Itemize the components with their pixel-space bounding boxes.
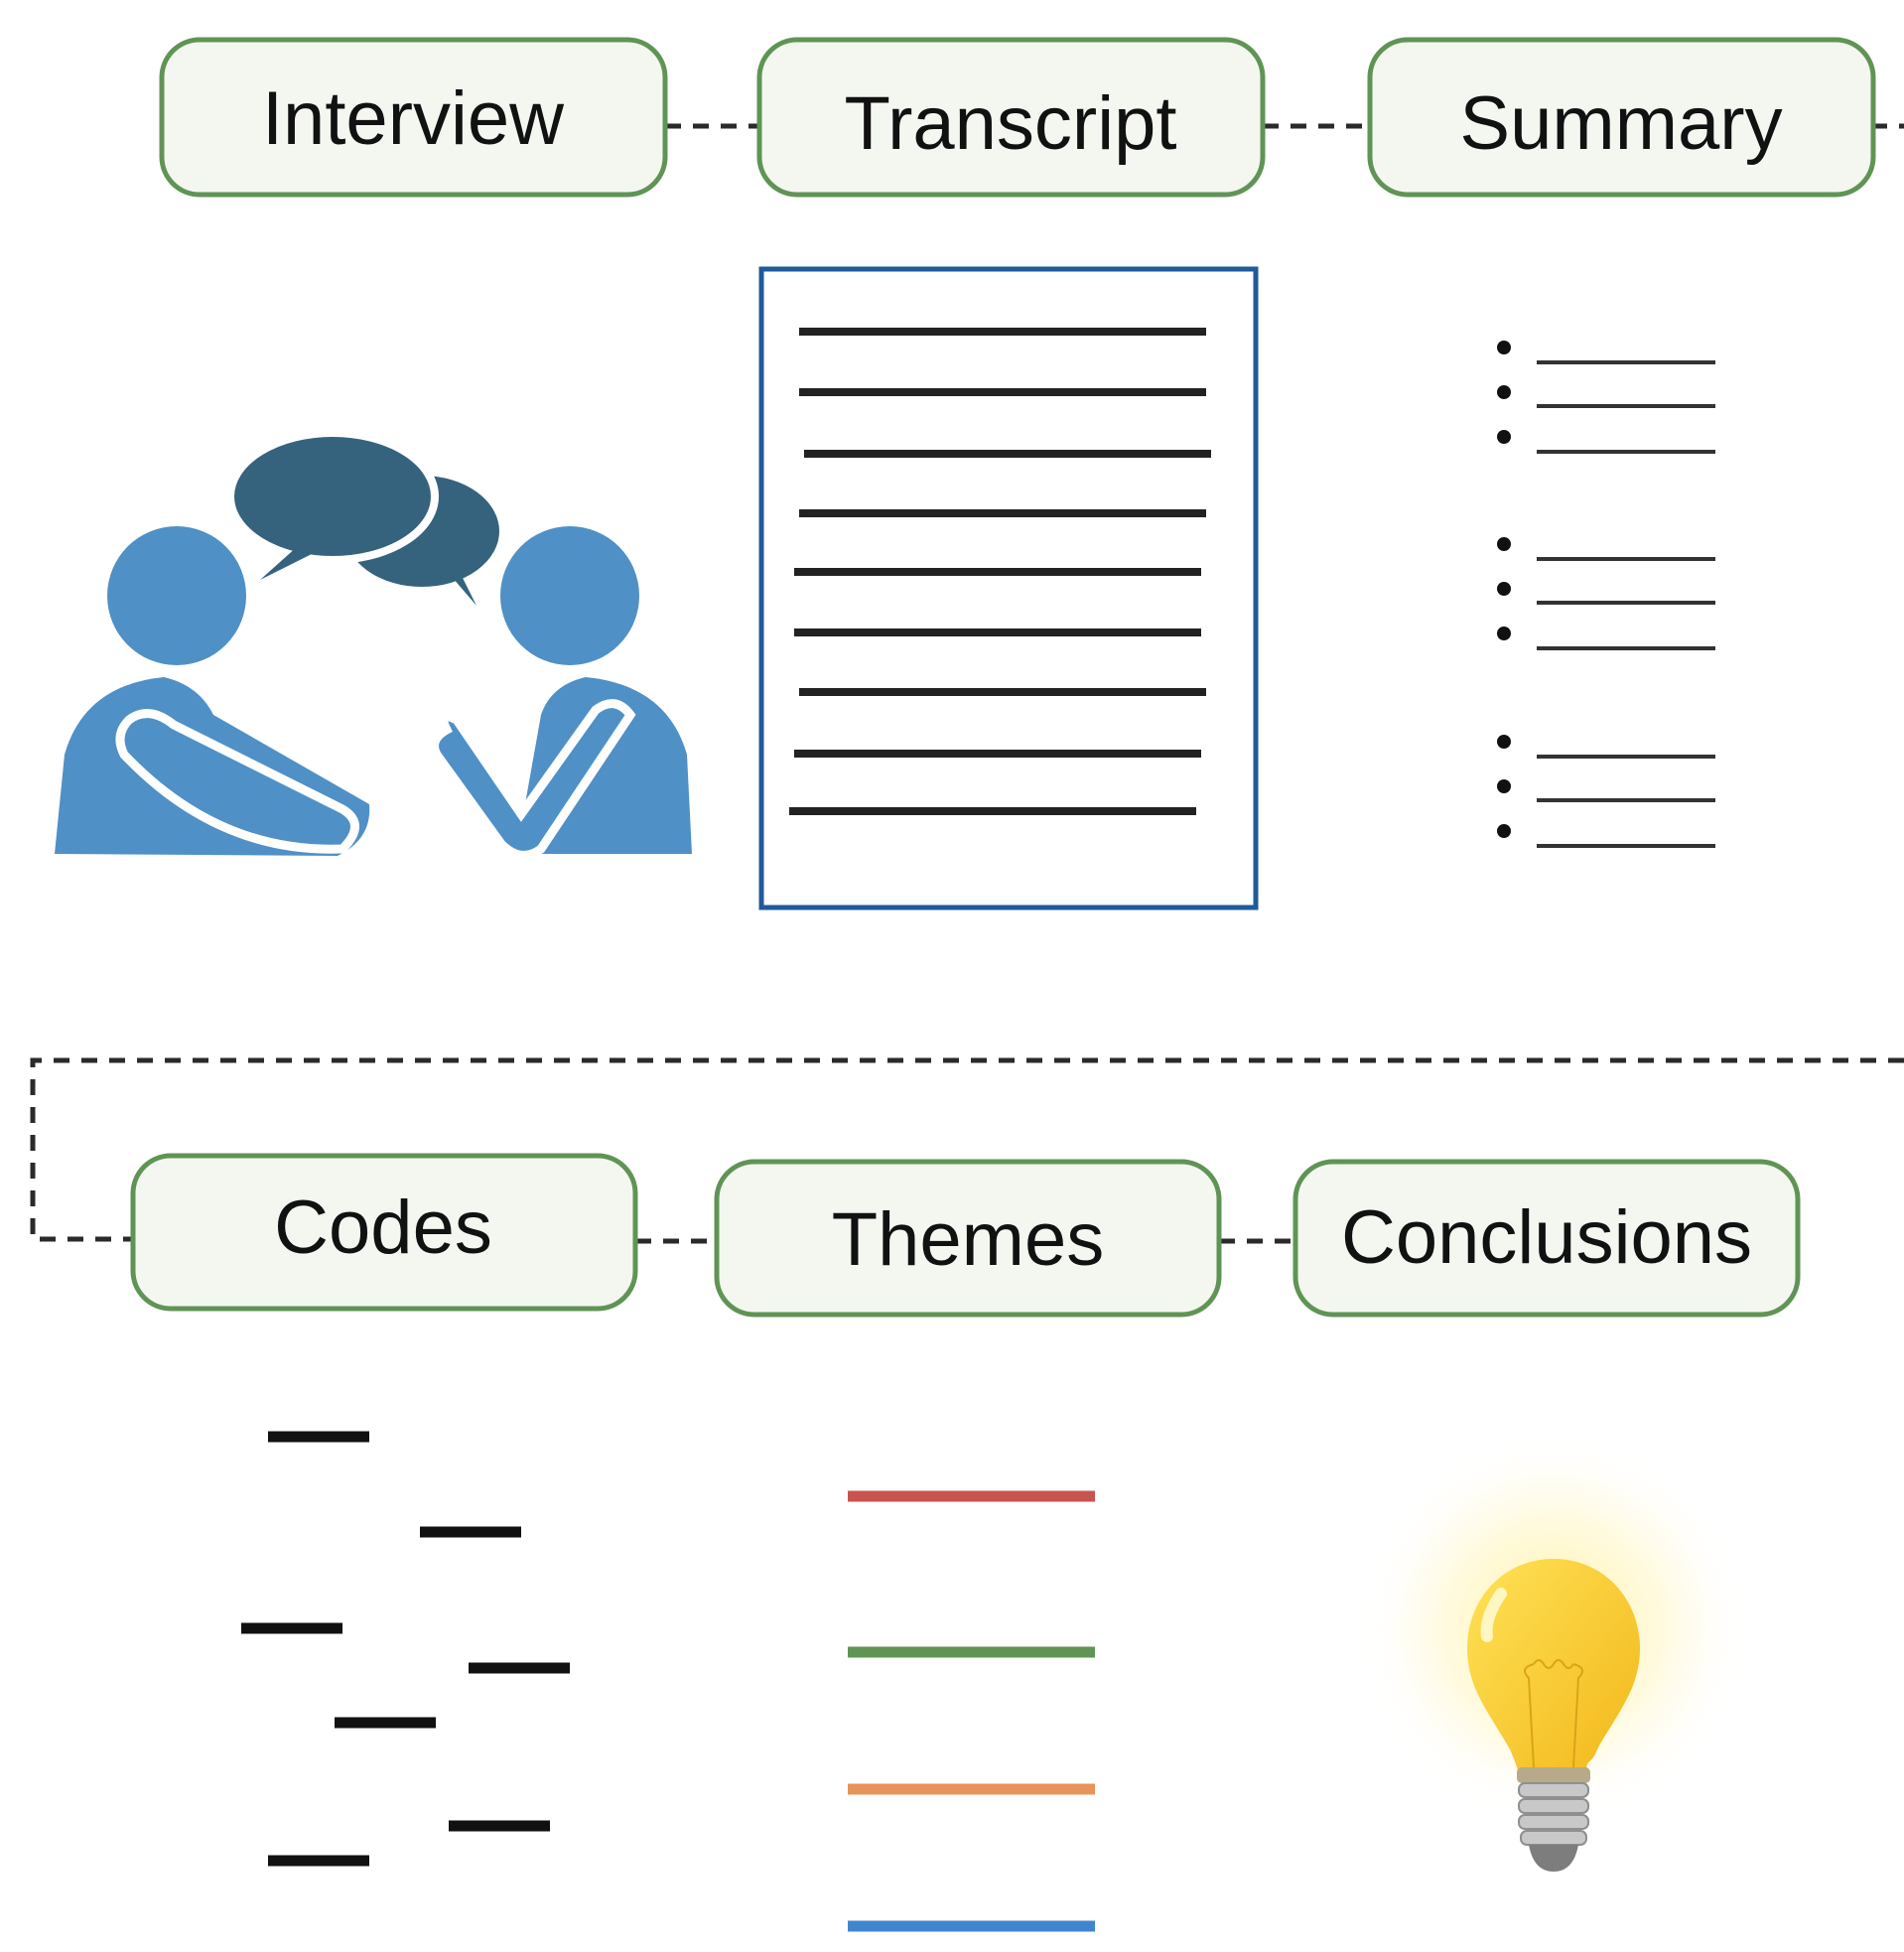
- connector-return-path: [30, 1057, 1904, 1242]
- step-label-interview: Interview: [262, 76, 565, 161]
- two-people-talking-icon: [55, 429, 692, 860]
- lightbulb-icon: [1355, 1430, 1752, 1872]
- scattered-codes-icon: [241, 1431, 570, 1867]
- bullet-list-icon: [1497, 341, 1715, 848]
- connectors: [30, 123, 1904, 1244]
- step-box-conclusions: Conclusions: [1292, 1159, 1801, 1318]
- document-icon: [758, 266, 1259, 910]
- step-box-summary: Summary: [1367, 37, 1876, 198]
- speech-bubbles: [226, 429, 507, 606]
- left-person: [55, 526, 370, 856]
- step-label-summary: Summary: [1459, 81, 1782, 166]
- step-box-transcript: Transcript: [756, 37, 1266, 198]
- step-label-themes: Themes: [832, 1197, 1105, 1282]
- step-label-transcript: Transcript: [844, 81, 1176, 166]
- step-label-conclusions: Conclusions: [1341, 1195, 1752, 1280]
- step-box-themes: Themes: [714, 1159, 1222, 1318]
- right-person: [430, 526, 692, 860]
- step-box-codes: Codes: [130, 1153, 638, 1312]
- step-box-interview: Interview: [159, 37, 668, 198]
- colored-theme-lines-icon: [848, 1490, 1095, 1932]
- step-label-codes: Codes: [274, 1185, 492, 1270]
